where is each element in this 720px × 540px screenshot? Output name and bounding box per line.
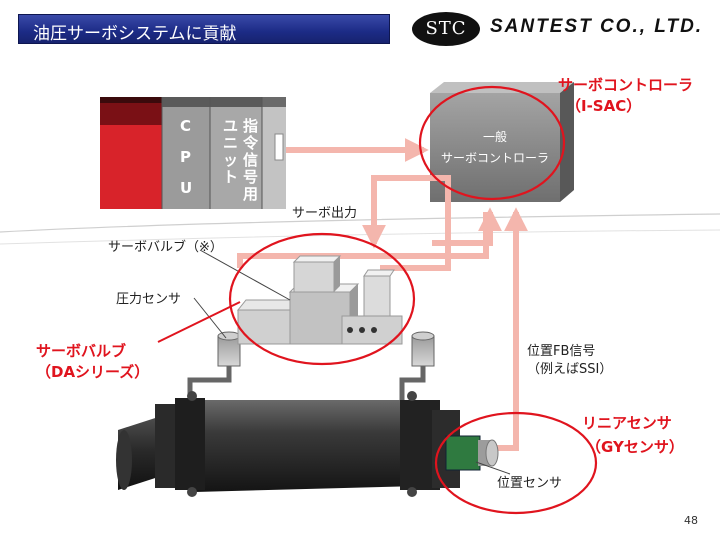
cpu-letter: P [180, 148, 191, 166]
servo-output-label: サーボ出力 [292, 206, 358, 221]
pressure-sensor [411, 331, 435, 367]
cpu-letter: U [180, 179, 192, 197]
servo-valve-leader [199, 249, 291, 301]
unit-char: 用 [243, 185, 258, 203]
unit-char: 指 [243, 117, 258, 135]
unit-char: ニ [223, 134, 238, 152]
background-swoosh [0, 213, 720, 233]
position-sensor-label: 位置センサ [497, 476, 563, 491]
position-sensor-leader [475, 461, 511, 475]
unit-char: ト [223, 168, 238, 186]
servo-valve-series-model: （DAシリーズ） [36, 363, 150, 381]
linear-sensor [445, 435, 499, 471]
unit-char: 号 [243, 168, 258, 186]
logo-badge-text: STC [425, 18, 467, 39]
servo-controller-model: （I-SAC） [566, 97, 642, 115]
highlight-circles [228, 85, 598, 515]
servo-valve-series-label: サーボバルブ [36, 342, 127, 360]
pressure-sensor [217, 331, 241, 367]
title-bar: 油圧サーボシステムに貢献 [18, 14, 390, 44]
controller-line2: サーボコントローラ [441, 151, 549, 165]
page-number: 48 [684, 514, 698, 527]
controller-line1: 一般 [483, 129, 507, 144]
company-logo-badge: STC [412, 12, 480, 46]
unit-char: ッ [223, 151, 238, 169]
linear-sensor-label: リニアセンサ [582, 414, 672, 432]
pressure-signal-arrow [237, 212, 489, 268]
servo-output-arrow-a [362, 175, 451, 249]
page-title: 油圧サーボシステムに貢献 [33, 24, 237, 44]
servo-output-arrow-b [432, 207, 502, 246]
unit-char: ユ [223, 117, 238, 135]
servo-controller-box [430, 82, 574, 202]
servo-valve [236, 255, 403, 345]
position-fb-example: （例えばSSI） [527, 362, 613, 377]
cpu-letter: C [180, 117, 191, 135]
unit-char: 令 [243, 134, 259, 152]
plc-rack [100, 97, 286, 209]
servo-valve-label: サーボバルブ（※） [108, 240, 223, 255]
position-fb-label: 位置FB信号 [527, 344, 596, 359]
hydraulic-cylinder [116, 391, 460, 497]
servo-controller-label: サーボコントローラ [558, 76, 694, 94]
pressure-sensor-leader [193, 297, 227, 339]
linear-sensor-model: （GYセンサ） [586, 438, 684, 456]
background-swoosh-2 [0, 229, 720, 245]
pressure-sensor-label: 圧力センサ [116, 292, 182, 307]
company-name: SANTEST CO., LTD. [490, 16, 704, 37]
unit-char: 信 [243, 151, 258, 169]
leader-lines [193, 249, 511, 475]
servo-valve-red-leader [157, 301, 241, 343]
